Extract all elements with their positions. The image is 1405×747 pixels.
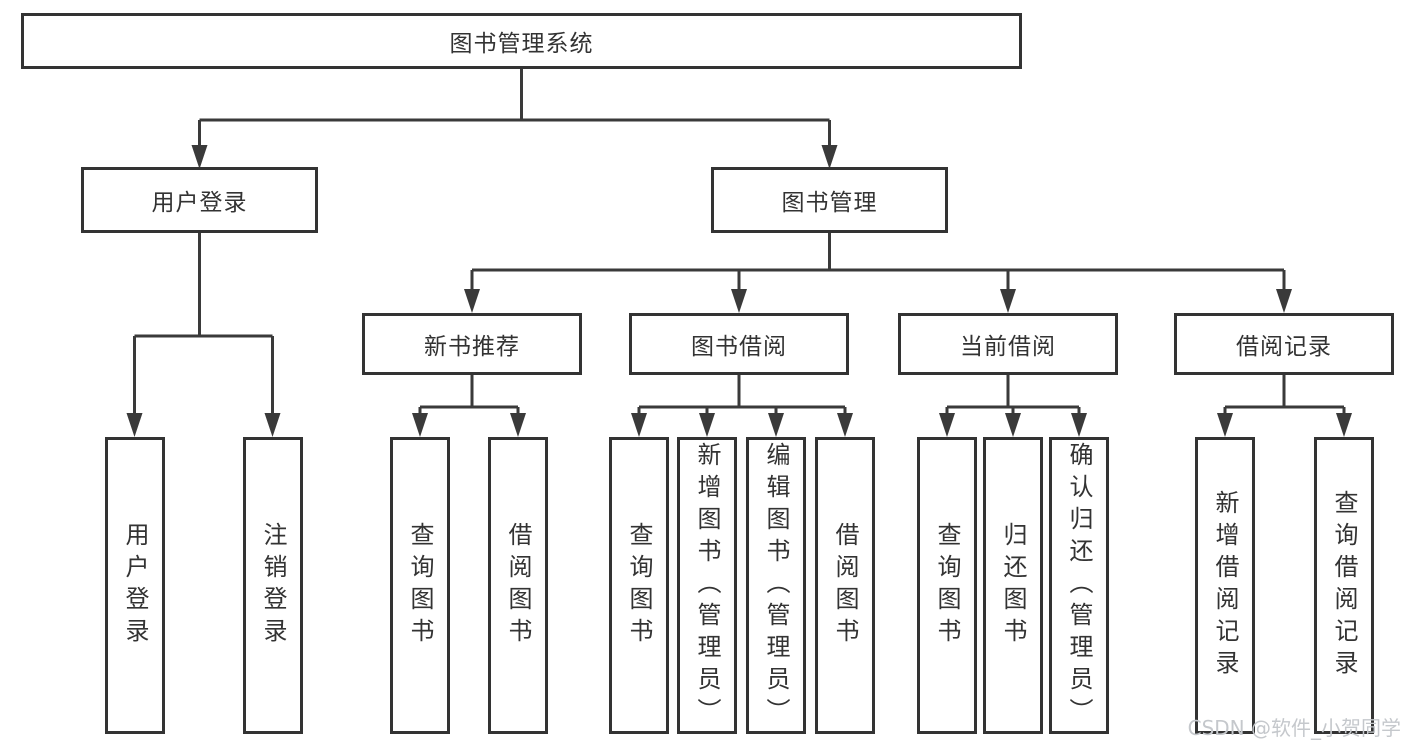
node-book-borrow: 图书借阅	[629, 313, 849, 375]
node-label: 确认归还（管理员）	[1065, 441, 1093, 730]
leaf-query-borrow-record: 查询借阅记录	[1314, 437, 1374, 734]
node-label: 借阅记录	[1236, 334, 1332, 360]
arrowhead-logout-leaf	[264, 413, 281, 437]
leaf-return-books: 归还图书	[983, 437, 1043, 734]
leaf-query-books-borrow: 查询图书	[609, 437, 669, 734]
leaf-user-login: 用户登录	[105, 437, 165, 734]
node-borrow-record: 借阅记录	[1174, 313, 1394, 375]
node-current-borrow: 当前借阅	[898, 313, 1118, 375]
node-label: 查询借阅记录	[1330, 489, 1358, 682]
connector-user-login	[133, 233, 274, 414]
leaf-logout-login: 注销登录	[243, 437, 303, 734]
node-new-book-recommend: 新书推荐	[362, 313, 582, 375]
node-label: 图书借阅	[691, 334, 787, 360]
node-label: 注销登录	[259, 521, 287, 650]
node-label: 查询图书	[933, 521, 961, 650]
csdn-watermark: CSDN @软件_小贺同学	[1187, 716, 1401, 740]
node-label: 新增借阅记录	[1211, 489, 1239, 682]
arrowhead-current-borrow	[1000, 289, 1016, 313]
arrowhead-book-management	[821, 145, 838, 169]
node-label: 新书推荐	[424, 334, 520, 360]
node-label: 编辑图书（管理员）	[762, 441, 790, 730]
node-label: 用户登录	[121, 521, 149, 650]
node-label: 新增图书（管理员）	[693, 441, 721, 730]
leaf-borrow-books: 借阅图书	[815, 437, 875, 734]
node-label: 图书管理	[781, 190, 878, 216]
leaf-query-books-current: 查询图书	[917, 437, 977, 734]
connector-book-management	[470, 233, 1286, 290]
node-label: 查询图书	[625, 521, 653, 650]
arrowhead-user-login	[191, 145, 208, 169]
leaf-edit-book-admin: 编辑图书（管理员）	[746, 437, 806, 734]
node-label: 用户登录	[151, 190, 248, 216]
connector-borrow-record	[1223, 375, 1346, 414]
node-label: 归还图书	[999, 521, 1027, 650]
node-label: 借阅图书	[504, 521, 532, 650]
arrowhead-new-book	[464, 289, 480, 313]
node-book-management: 图书管理	[711, 167, 948, 233]
node-label: 图书管理系统	[449, 31, 594, 57]
connector-new-book	[418, 375, 520, 414]
connector-current-borrow	[945, 375, 1081, 414]
node-root: 图书管理系统	[21, 13, 1022, 69]
leaf-add-book-admin: 新增图书（管理员）	[677, 437, 737, 734]
arrowhead-login-leaf	[126, 413, 143, 437]
node-label: 借阅图书	[831, 521, 859, 650]
leaf-borrow-books-recommend: 借阅图书	[488, 437, 548, 734]
node-user-login: 用户登录	[81, 167, 318, 233]
leaf-confirm-return-admin: 确认归还（管理员）	[1049, 437, 1109, 734]
arrowhead-borrow-record	[1276, 289, 1292, 313]
arrowhead-book-borrow	[731, 289, 747, 313]
connector-root	[198, 69, 831, 146]
leaf-query-books-recommend: 查询图书	[390, 437, 450, 734]
connector-book-borrow	[637, 375, 847, 414]
node-label: 查询图书	[406, 521, 434, 650]
leaf-add-borrow-record: 新增借阅记录	[1195, 437, 1255, 734]
node-label: 当前借阅	[960, 334, 1056, 360]
